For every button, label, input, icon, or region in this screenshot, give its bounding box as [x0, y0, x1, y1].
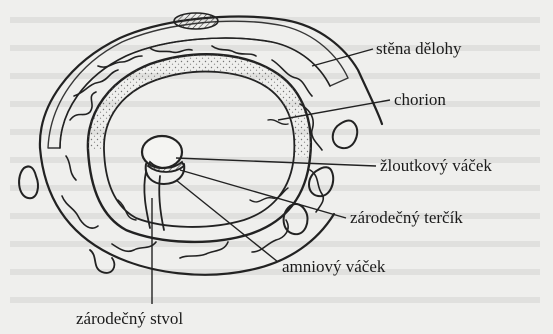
label-zarodecny-stvol: zárodečný stvol [76, 309, 183, 328]
label-stena-delohy: stěna dělohy [376, 39, 462, 58]
yolk-sac [142, 136, 182, 168]
label-zloutkovy-vacek: žloutkový váček [380, 156, 492, 175]
wall-vessel [174, 13, 218, 29]
label-zarodecny-tercik: zárodečný terčík [350, 208, 463, 227]
label-amniovy-vacek: amniový váček [282, 257, 386, 276]
leader-stena-delohy [312, 49, 373, 66]
label-chorion: chorion [394, 90, 446, 109]
leader-amniovy-vacek [176, 180, 278, 262]
